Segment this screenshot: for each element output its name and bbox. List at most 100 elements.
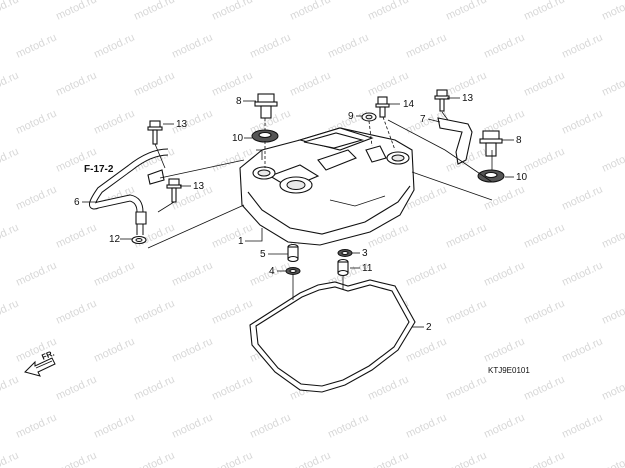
watermark-text: motod.ru	[326, 31, 370, 60]
watermark-text: motod.ru	[170, 335, 214, 364]
watermark-text: motod.ru	[444, 0, 488, 23]
watermark-text: motod.ru	[0, 69, 21, 98]
front-label: FR.	[40, 349, 55, 362]
callout-5: 5	[260, 249, 266, 260]
watermark-text: motod.ru	[132, 0, 176, 23]
watermark-text: motod.ru	[132, 373, 176, 402]
dowel-pin-5	[287, 243, 299, 263]
figure-code: KTJ9E0101	[488, 366, 530, 375]
callout-6: 6	[74, 197, 80, 208]
watermark-text: motod.ru	[560, 335, 604, 364]
callout-10-right: 10	[516, 172, 528, 183]
watermark-text: motod.ru	[54, 373, 98, 402]
watermark-text: motod.ru	[600, 0, 625, 23]
watermark-text: motod.ru	[92, 335, 136, 364]
watermark-text: motod.ru	[288, 69, 332, 98]
watermark-text: motod.ru	[288, 0, 332, 23]
watermark-text: motod.ru	[482, 411, 526, 440]
watermark-text: motod.ru	[0, 221, 21, 250]
callout-4: 4	[269, 266, 275, 277]
watermark-text: motod.ru	[92, 31, 136, 60]
watermark-text: motod.ru	[92, 259, 136, 288]
watermark-text: motod.ru	[522, 297, 566, 326]
watermark-text: motod.ru	[522, 145, 566, 174]
watermark-text: motod.ru	[210, 0, 254, 23]
watermark-text: motod.ru	[0, 449, 21, 468]
callout-1: 1	[238, 236, 244, 247]
dowel-pin-11	[337, 258, 349, 277]
callout-7: 7	[420, 114, 426, 125]
callout-8-right: 8	[516, 135, 522, 146]
reference-label: F-17-2	[84, 164, 114, 175]
watermark-text: motod.ru	[560, 259, 604, 288]
watermark-text: motod.ru	[600, 145, 625, 174]
callout-10-left: 10	[232, 133, 244, 144]
watermark-text: motod.ru	[54, 69, 98, 98]
watermark-text: motod.ru	[482, 335, 526, 364]
watermark-text: motod.ru	[522, 69, 566, 98]
watermark-text: motod.ru	[92, 411, 136, 440]
watermark-text: motod.ru	[170, 411, 214, 440]
callout-11: 11	[362, 263, 373, 274]
watermark-text: motod.ru	[54, 297, 98, 326]
callout-13-middle: 13	[193, 181, 205, 192]
watermark-text: motod.ru	[482, 259, 526, 288]
watermark-text: motod.ru	[366, 373, 410, 402]
o-ring-4	[285, 267, 301, 275]
watermark-text: motod.ru	[482, 31, 526, 60]
watermark-text: motod.ru	[444, 221, 488, 250]
head-cover-gasket	[249, 279, 416, 393]
watermark-text: motod.ru	[444, 373, 488, 402]
watermark-text: motod.ru	[288, 449, 332, 468]
watermark-text: motod.ru	[600, 449, 625, 468]
watermark-text: motod.ru	[600, 373, 625, 402]
washer-12	[131, 235, 147, 245]
watermark-text: motod.ru	[600, 297, 625, 326]
callout-8-left: 8	[236, 96, 242, 107]
watermark-text: motod.ru	[444, 297, 488, 326]
watermark-text: motod.ru	[522, 0, 566, 23]
callout-3: 3	[362, 248, 368, 259]
watermark-text: motod.ru	[522, 449, 566, 468]
watermark-text: motod.ru	[404, 31, 448, 60]
watermark-text: motod.ru	[210, 69, 254, 98]
watermark-text: motod.ru	[560, 31, 604, 60]
bolt-13-left	[147, 120, 163, 145]
watermark-text: motod.ru	[14, 31, 58, 60]
watermark-text: motod.ru	[210, 373, 254, 402]
callout-13-left: 13	[176, 119, 188, 130]
watermark-text: motod.ru	[560, 107, 604, 136]
watermark-text: motod.ru	[54, 221, 98, 250]
watermark-text: motod.ru	[600, 221, 625, 250]
o-ring-3	[337, 249, 353, 257]
watermark-text: motod.ru	[210, 449, 254, 468]
watermark-text: motod.ru	[92, 107, 136, 136]
watermark-text: motod.ru	[132, 69, 176, 98]
watermark-text: motod.ru	[210, 221, 254, 250]
watermark-text: motod.ru	[366, 69, 410, 98]
watermark-text: motod.ru	[14, 107, 58, 136]
watermark-text: motod.ru	[54, 449, 98, 468]
bracket-7	[437, 117, 473, 165]
watermark-text: motod.ru	[0, 0, 21, 23]
watermark-text: motod.ru	[248, 411, 292, 440]
watermark-text: motod.ru	[482, 183, 526, 212]
watermark-text: motod.ru	[366, 449, 410, 468]
callout-9: 9	[348, 111, 354, 122]
bolt-8-right	[479, 130, 503, 157]
watermark-text: motod.ru	[0, 297, 21, 326]
watermark-text: motod.ru	[444, 449, 488, 468]
watermark-text: motod.ru	[404, 411, 448, 440]
cylinder-head-cover	[239, 127, 415, 246]
watermark-text: motod.ru	[404, 335, 448, 364]
watermark-text: motod.ru	[560, 183, 604, 212]
breather-tube	[89, 148, 169, 235]
watermark-text: motod.ru	[326, 411, 370, 440]
grommet-10-right	[477, 169, 505, 183]
watermark-text: motod.ru	[14, 411, 58, 440]
watermark-text: motod.ru	[366, 0, 410, 23]
bolt-8-left	[254, 93, 278, 119]
watermark-text: motod.ru	[600, 69, 625, 98]
watermark-text: motod.ru	[170, 259, 214, 288]
